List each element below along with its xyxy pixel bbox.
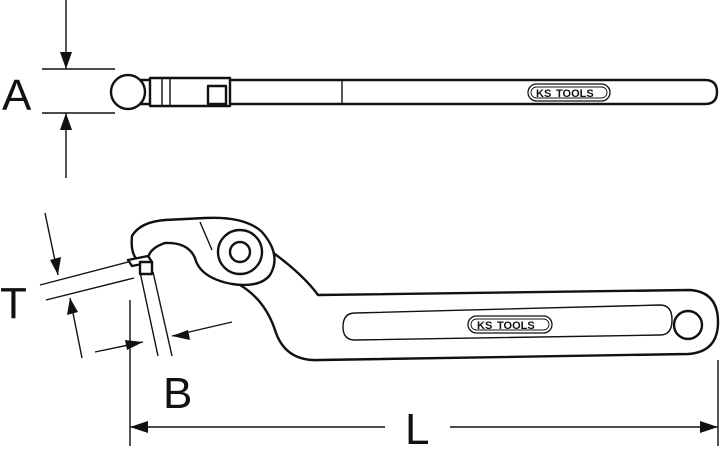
dimension-l: L: [129, 300, 719, 454]
top-hinge-pin: [206, 84, 228, 106]
label-l: L: [405, 405, 429, 454]
top-nose-circle: [109, 73, 147, 111]
dimension-a: A: [2, 0, 115, 178]
front-logo: KS TOOLS: [467, 315, 553, 334]
front-handle: [238, 238, 720, 362]
label-a: A: [2, 71, 32, 120]
dimension-t: T: [0, 212, 135, 359]
front-logo-tools: TOOLS: [497, 320, 535, 332]
front-view-wrench: KS TOOLS: [126, 216, 720, 362]
handle-slot: [342, 304, 673, 341]
dimension-b: B: [94, 271, 233, 418]
top-logo: KS TOOLS: [527, 83, 611, 102]
label-b: B: [163, 369, 192, 418]
top-view-wrench: KS TOOLS: [109, 73, 719, 111]
hinge-pin: [228, 240, 252, 264]
top-logo-ks: KS: [536, 88, 551, 100]
hook-pin: [138, 260, 154, 276]
top-logo-tools: TOOLS: [556, 88, 594, 100]
label-t: T: [0, 279, 27, 328]
handle-end-hole: [672, 309, 704, 341]
front-logo-ks: KS: [477, 320, 492, 332]
